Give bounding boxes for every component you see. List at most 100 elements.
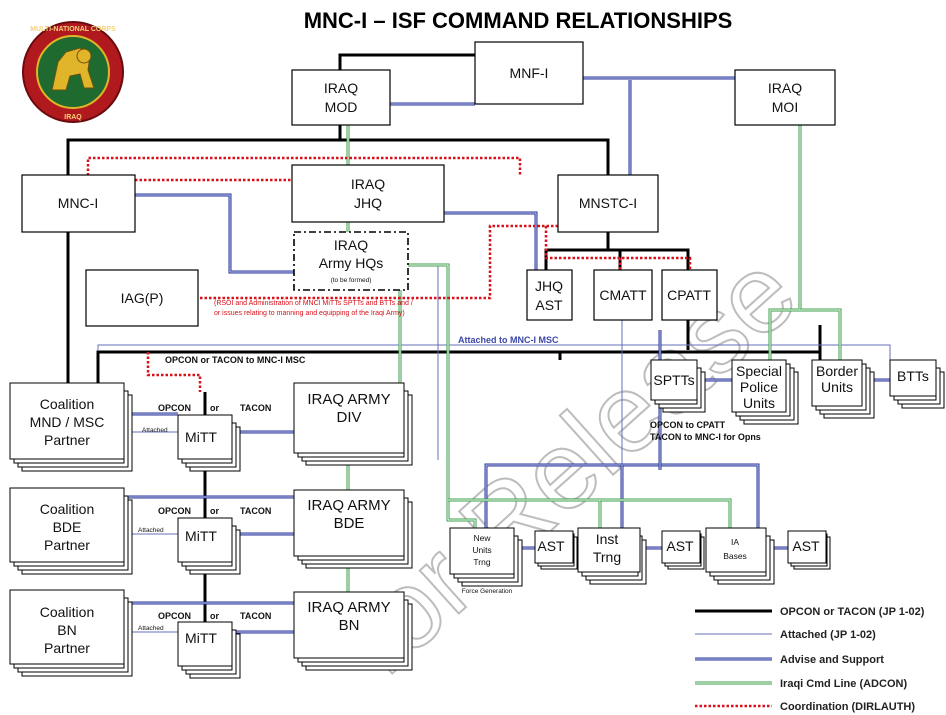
svg-text:AST: AST [537,538,565,554]
svg-text:Army HQs: Army HQs [319,255,384,271]
svg-text:AST: AST [792,538,820,554]
svg-text:BTTs: BTTs [897,368,929,384]
svg-text:MND / MSC: MND / MSC [30,414,105,430]
mnci-node: MNC-I [21,174,136,233]
mitt-bde-stack: MiTT [177,517,241,575]
svg-text:Special: Special [736,363,782,379]
svg-text:BN: BN [339,617,360,634]
svg-text:Coalition: Coalition [40,396,94,412]
cpatt-note-line1: OPCON to CPATT [650,420,726,430]
ast-stack-1: AST [534,530,578,570]
svg-text:MiTT: MiTT [185,528,217,544]
svg-text:MNF-I: MNF-I [510,65,549,81]
ast-stack-2: AST [661,530,705,570]
svg-text:CPATT: CPATT [667,287,711,303]
svg-text:Partner: Partner [44,537,90,553]
legend-item-attached: Attached (JP 1-02) [695,629,876,641]
or-label-bn: or [210,611,219,621]
or-label-bde: or [210,506,219,516]
svg-text:Coalition: Coalition [40,604,94,620]
svg-text:IA: IA [731,537,739,547]
svg-text:BDE: BDE [53,519,82,535]
svg-text:OPCON or TACON (JP 1-02): OPCON or TACON (JP 1-02) [780,606,925,618]
svg-text:JHQ: JHQ [535,278,563,294]
special-police-units-stack: Special Police Units [731,359,799,425]
svg-text:MNSTC-I: MNSTC-I [579,195,637,211]
force-generation-label: Force Generation [462,588,513,595]
legend-item-opcon: OPCON or TACON (JP 1-02) [695,606,925,618]
svg-text:IRAQ: IRAQ [768,80,802,96]
iraq-jhq-node: IRAQ JHQ [291,164,445,223]
svg-text:MiTT: MiTT [185,429,217,445]
cmatt-node: CMATT [593,269,653,321]
mnstci-node: MNSTC-I [557,174,659,233]
svg-text:IAG(P): IAG(P) [121,290,164,306]
svg-text:IRAQ ARMY: IRAQ ARMY [307,391,390,408]
svg-text:AST: AST [535,297,563,313]
iraq-army-bn-stack: IRAQ ARMY BN [293,591,413,671]
coalition-bde-partner-stack: Coalition BDE Partner [9,487,133,575]
attached-to-msc-label: Attached to MNC-I MSC [458,335,559,345]
diagram-title: MNC-I – ISF COMMAND RELATIONSHIPS [304,8,733,33]
mitt-bn-stack: MiTT [177,621,241,679]
svg-text:Border: Border [816,363,858,379]
svg-text:Partner: Partner [44,432,90,448]
opcon-label-div: OPCON [158,403,191,413]
svg-text:CMATT: CMATT [599,287,647,303]
opcon-label-bde: OPCON [158,506,191,516]
svg-text:DIV: DIV [336,409,361,426]
svg-text:Units: Units [472,545,491,555]
or-label-div: or [210,403,219,413]
new-units-trng-stack: New Units Trng [449,527,523,587]
svg-text:IRAQ: IRAQ [334,237,368,253]
ia-bases-stack: IA Bases [705,527,775,585]
attached-label-bn: Attached [138,625,164,632]
mnfi-node: MNF-I [474,41,584,105]
svg-text:IRAQ ARMY: IRAQ ARMY [307,599,390,616]
ast-stack-3: AST [787,530,831,570]
svg-text:Police: Police [740,379,778,395]
border-units-stack: Border Units [811,359,875,419]
opcon-label-bn: OPCON [158,611,191,621]
legend-item-coordination: Coordination (DIRLAUTH) [695,701,915,713]
mitt-div-stack: MiTT [177,414,241,472]
svg-text:Iraqi Cmd Line (ADCON): Iraqi Cmd Line (ADCON) [780,678,907,690]
inst-trng-stack: Inst Trng [577,527,647,585]
coalition-bn-partner-stack: Coalition BN Partner [9,589,133,677]
cpatt-node: CPATT [661,269,718,321]
svg-text:Trng: Trng [473,557,490,567]
opcon-tacon-msc-label: OPCON or TACON to MNC-I MSC [165,355,306,365]
tacon-label-bde: TACON [240,506,271,516]
svg-text:New: New [473,533,491,543]
legend-item-iraqi-cmd: Iraqi Cmd Line (ADCON) [695,678,907,690]
svg-text:(to be formed): (to be formed) [331,277,372,284]
svg-text:MiTT: MiTT [185,630,217,646]
svg-text:MOD: MOD [325,99,358,115]
svg-text:Units: Units [743,395,775,411]
connector-lines [66,53,891,634]
svg-text:SPTTs: SPTTs [653,372,694,388]
rsoi-note-line2: or issues relating to manning and equipp… [214,310,405,317]
tacon-label-bn: TACON [240,611,271,621]
svg-text:JHQ: JHQ [354,195,382,211]
coalition-mnd-partner-stack: Coalition MND / MSC Partner [9,382,133,472]
iag-node: IAG(P) [85,269,199,327]
svg-text:MULTI-NATIONAL CORPS: MULTI-NATIONAL CORPS [30,26,116,33]
tacon-label-div: TACON [240,403,271,413]
rsoi-note-line1: (RSOI and Administration of MNCI MiTTs S… [214,300,413,307]
svg-text:Partner: Partner [44,640,90,656]
attached-label-bde: Attached [138,527,164,534]
svg-text:IRAQ: IRAQ [351,176,385,192]
btts-stack: BTTs [889,359,945,409]
svg-text:AST: AST [666,538,694,554]
svg-text:Advise and Support: Advise and Support [780,654,884,666]
svg-text:Trng: Trng [593,549,621,565]
svg-text:Coalition: Coalition [40,501,94,517]
svg-text:BDE: BDE [334,515,365,532]
legend-item-advise: Advise and Support [695,654,884,666]
svg-text:Inst: Inst [596,531,619,547]
svg-text:Coordination (DIRLAUTH): Coordination (DIRLAUTH) [780,701,915,713]
iraq-army-div-stack: IRAQ ARMY DIV [293,382,413,466]
svg-text:MOI: MOI [772,99,798,115]
